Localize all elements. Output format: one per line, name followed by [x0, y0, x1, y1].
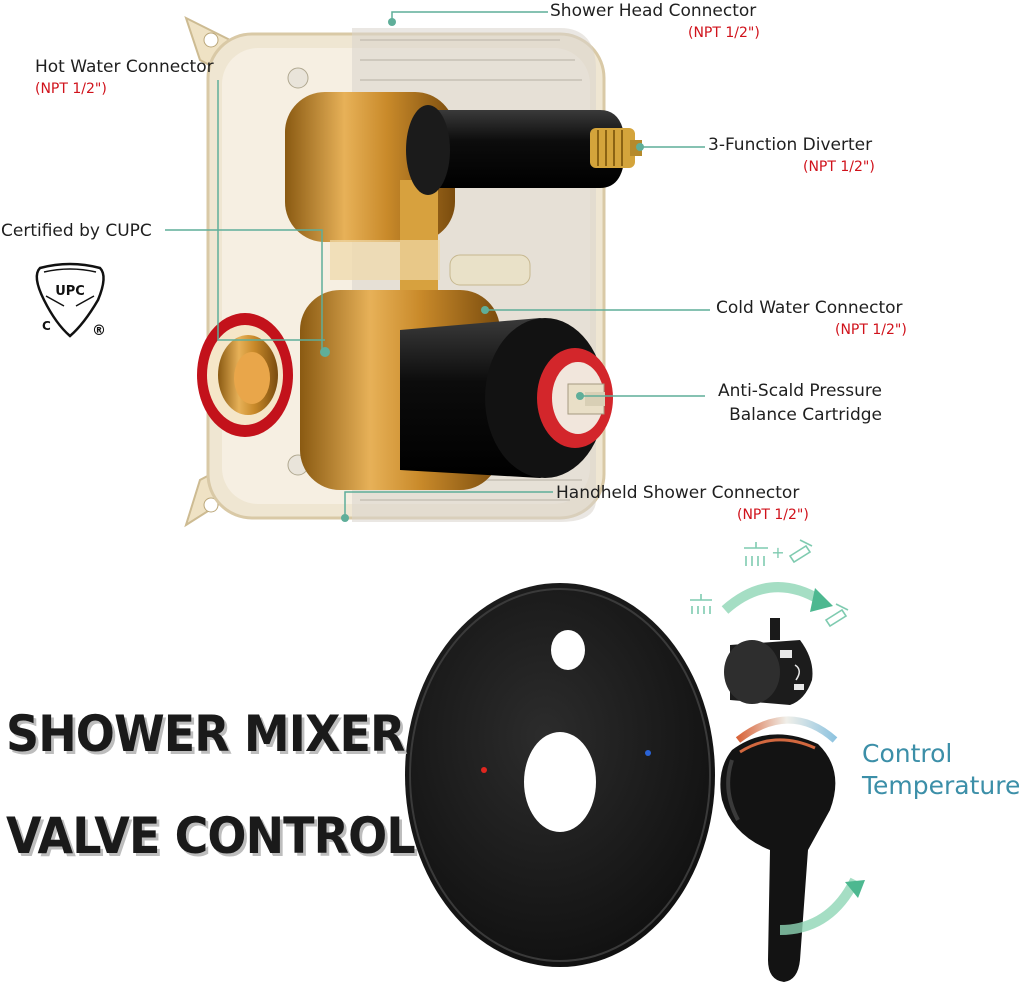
upc-logo-c: C [42, 319, 51, 333]
upc-logo-center: UPC [55, 284, 85, 299]
hot-water-spec: (NPT 1/2") [35, 81, 107, 97]
diverter-spec: (NPT 1/2") [803, 159, 875, 175]
pressure-balance-cartridge [400, 318, 613, 478]
cartridge-label-line1: Anti-Scald Pressure [718, 381, 882, 401]
handheld-spec: (NPT 1/2") [737, 507, 809, 523]
upc-logo-registered: ® [92, 323, 106, 339]
headline-line1: SHOWER MIXER [6, 705, 405, 763]
upc-logo: UPC C ® [35, 262, 106, 339]
headline-line2: VALVE CONTROL [6, 807, 416, 865]
shower-head-spec: (NPT 1/2") [688, 25, 760, 41]
trim-plate [405, 583, 715, 967]
shower-head-label: Shower Head Connector [550, 1, 757, 21]
certified-label: Certified by CUPC [1, 221, 152, 241]
hot-indicator-dot [481, 767, 487, 773]
swing-arrow-icon [721, 582, 865, 935]
diverter-stem [406, 105, 642, 195]
cold-water-spec: (NPT 1/2") [835, 322, 907, 338]
handheld-shower-icon [788, 539, 849, 628]
control-label-line2: Temperature [862, 771, 1021, 800]
handheld-label: Handheld Shower Connector [556, 483, 800, 503]
plus-sign: + [771, 543, 784, 562]
lever-handle [720, 734, 836, 982]
callout-dots [320, 18, 644, 522]
cold-water-label: Cold Water Connector [716, 298, 903, 318]
control-label-line1: Control [862, 739, 953, 768]
hot-water-inlet [197, 313, 293, 437]
rain-shower-icon [690, 542, 768, 614]
callout-leaders [165, 11, 710, 517]
cold-indicator-dot [645, 750, 651, 756]
diverter-knob [724, 618, 813, 705]
temperature-arc [735, 716, 838, 743]
cartridge-label-line2: Balance Cartridge [729, 405, 882, 425]
diverter-label: 3-Function Diverter [708, 135, 873, 155]
hot-water-label: Hot Water Connector [35, 57, 214, 77]
